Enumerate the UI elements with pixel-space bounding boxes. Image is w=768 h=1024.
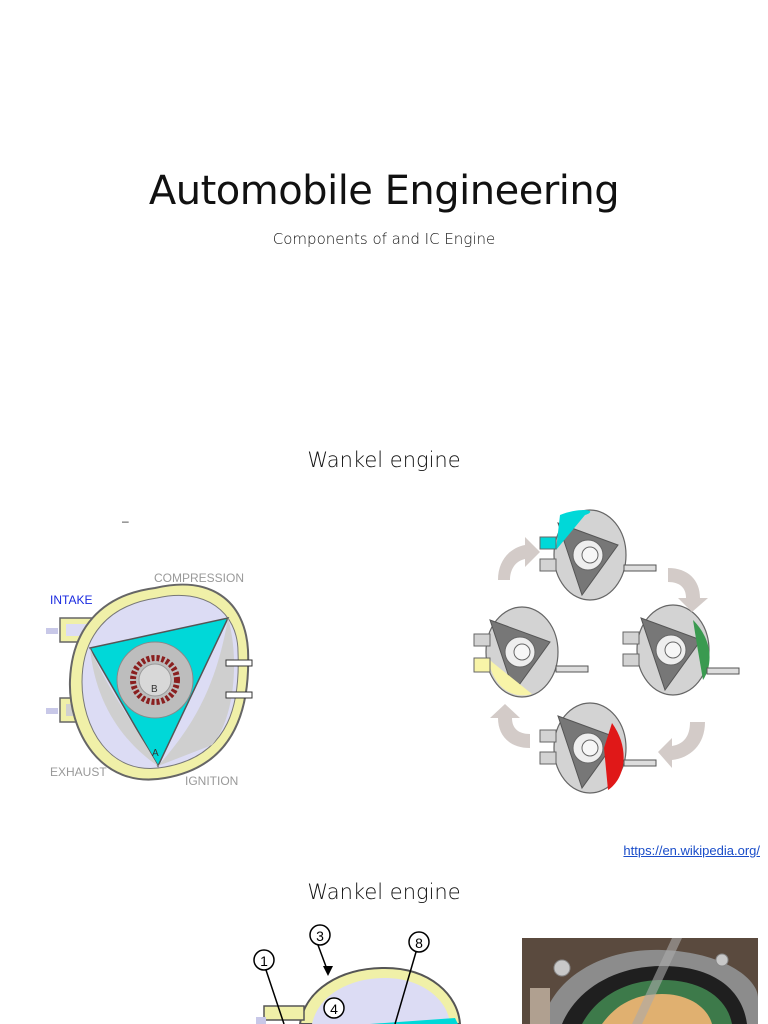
svg-text:1: 1 xyxy=(260,953,268,969)
presentation-title: Automobile Engineering xyxy=(148,168,620,214)
callout-1: 1 xyxy=(253,949,275,971)
callout-8: 8 xyxy=(408,931,430,953)
dash-mark: – xyxy=(122,514,129,528)
wikipedia-source-link[interactable]: https://en.wikipedia.org/ xyxy=(623,843,760,858)
slide-title-wankel: Wankel engine xyxy=(307,448,461,472)
title-slide: Automobile Engineering Components of and… xyxy=(0,0,768,420)
slide-title-wankel-2: Wankel engine xyxy=(307,880,461,904)
presentation-subtitle: Components of and IC Engine xyxy=(272,230,496,248)
rotary-engine-photo xyxy=(522,938,758,1024)
callout-4: 4 xyxy=(323,997,345,1019)
callout-3: 3 xyxy=(309,924,331,946)
svg-text:4: 4 xyxy=(330,1001,338,1017)
svg-text:8: 8 xyxy=(415,935,423,951)
svg-text:3: 3 xyxy=(316,928,324,944)
